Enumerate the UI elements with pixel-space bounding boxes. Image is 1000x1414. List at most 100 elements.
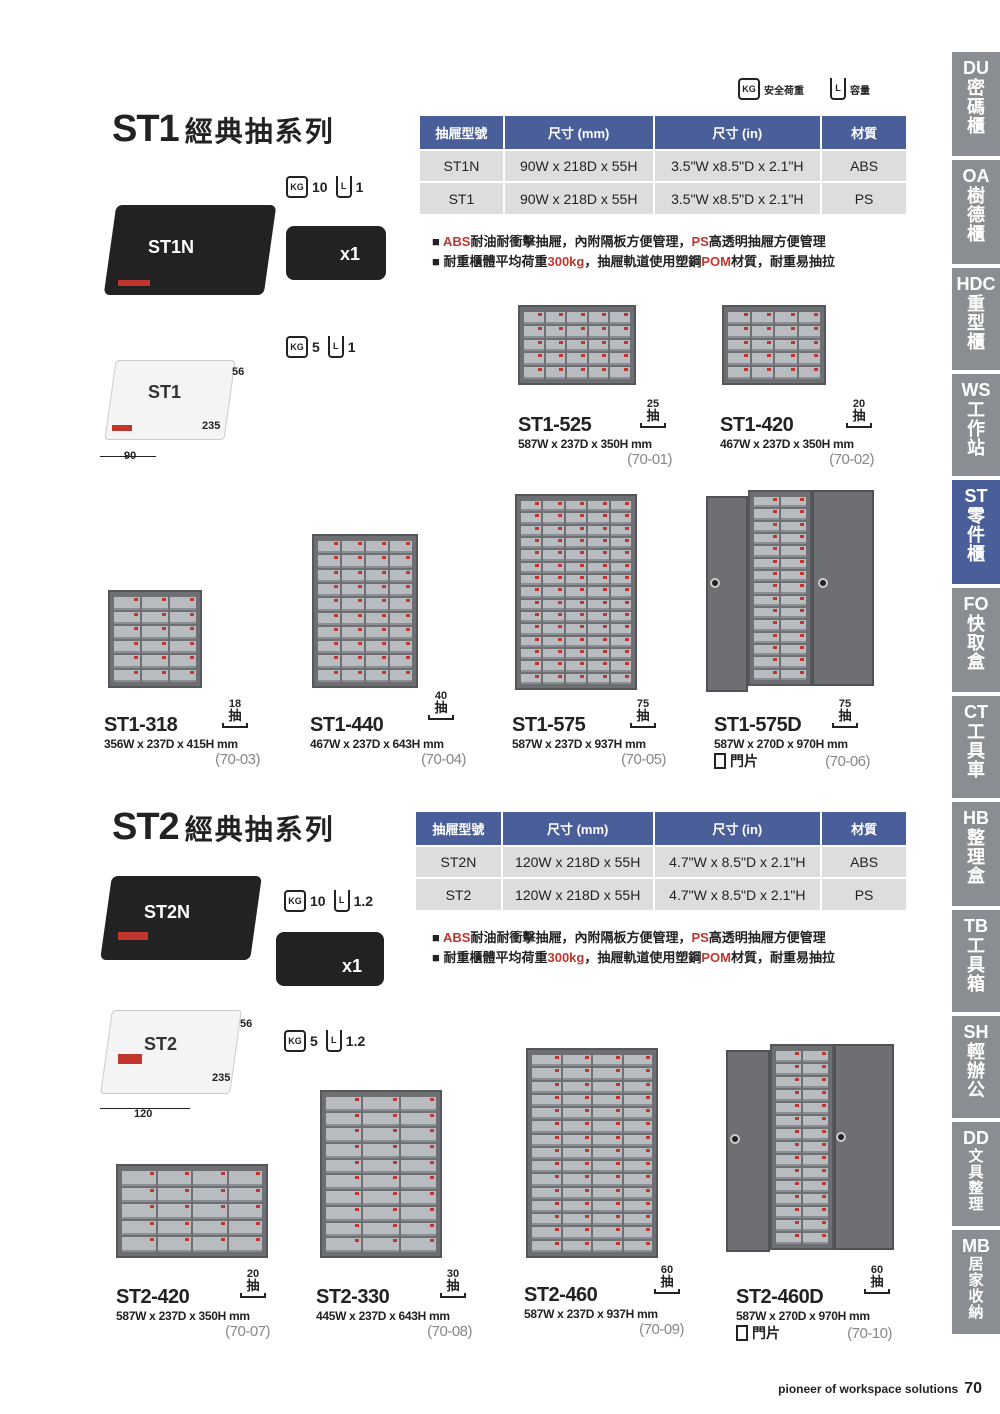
drawer-cell	[781, 546, 806, 557]
drawer-cell	[754, 620, 779, 631]
drawer-cell	[775, 353, 797, 366]
door-feature: 門片	[736, 1323, 780, 1343]
drawer-cell	[588, 624, 609, 635]
drawer-cell	[521, 587, 542, 598]
drawer-cell	[610, 673, 631, 684]
drawer-cell	[798, 325, 820, 338]
drawer-cell	[803, 1077, 828, 1088]
drawer-cell	[193, 1204, 227, 1219]
sidebar-tab-name: 密碼櫃	[967, 78, 985, 136]
drawer-cell	[567, 353, 587, 366]
drawer-cell	[543, 673, 564, 684]
drawer-cell	[751, 339, 773, 352]
drawer-cell	[521, 562, 542, 573]
drawer-cell	[593, 1121, 622, 1133]
drawer-cell	[562, 1068, 591, 1080]
st2n-bin-label: ST2N	[144, 902, 191, 922]
drawer-cell	[775, 367, 797, 379]
drawer-cell	[532, 1068, 561, 1080]
drawer-cell	[781, 657, 806, 668]
drawer-cell	[803, 1181, 828, 1192]
drawer-cell	[543, 513, 564, 524]
drawer-cell	[623, 1068, 652, 1080]
drawer-cell	[565, 501, 587, 512]
drawer-cell	[593, 1081, 622, 1093]
drawer-cell	[366, 669, 388, 682]
drawer-cell	[532, 1121, 561, 1133]
capacity-icon: L	[830, 78, 846, 100]
drawer-cell	[781, 620, 806, 631]
drawer-cell	[565, 636, 587, 647]
drawer-cell	[342, 655, 364, 668]
drawer-cell	[623, 1161, 652, 1173]
drawer-cell	[781, 632, 806, 643]
drawer-cell	[728, 339, 750, 352]
product-code: (70-01)	[627, 451, 672, 468]
drawer-cell	[610, 636, 631, 647]
drawer-cell	[562, 1200, 591, 1213]
legend: KG 安全荷重 L 容量	[738, 78, 870, 100]
st1-525-image	[518, 305, 636, 385]
drawer-cell	[157, 1237, 191, 1252]
drawer-cell	[775, 339, 797, 352]
drawer-cell	[565, 673, 587, 684]
drawer-cell	[543, 550, 564, 561]
product-model: ST2-420	[116, 1286, 190, 1308]
sidebar-tab-code: DU	[963, 58, 989, 78]
drawer-cell	[543, 574, 564, 586]
product-dimension: 587W x 237D x 350H mm	[116, 1309, 250, 1323]
drawer-cell	[521, 636, 542, 647]
drawer-cell	[610, 624, 631, 635]
bin-handle	[118, 932, 148, 940]
drawer-cell	[751, 312, 773, 324]
drawer-cell	[776, 1168, 801, 1179]
drawer-cell	[751, 353, 773, 366]
sidebar-tab-code: HDC	[956, 274, 996, 294]
drawer-cell	[400, 1222, 436, 1237]
drawer-cell	[565, 661, 587, 672]
product-code: (70-06)	[825, 752, 870, 770]
drawer-cell	[562, 1055, 591, 1067]
drawer-cell	[776, 1116, 801, 1127]
st1-440-image	[312, 534, 418, 688]
bin-depth-label: 235	[202, 420, 221, 432]
drawer-cell	[400, 1191, 436, 1205]
drawer-cell	[781, 595, 806, 606]
drawer-cell	[366, 612, 388, 625]
drawer-cell	[366, 598, 388, 611]
divider-plate-image	[286, 226, 386, 280]
drawer-cell	[326, 1128, 362, 1143]
drawer-cell	[754, 657, 779, 668]
drawer-cell	[588, 636, 609, 647]
bin-width-label: 120	[134, 1108, 153, 1120]
drawer-cell	[326, 1097, 362, 1111]
drawer-cell	[326, 1191, 362, 1205]
product-dimension: 445W x 237D x 643H mm	[316, 1309, 450, 1323]
sidebar-tab-name: 快取盒	[967, 614, 985, 672]
drawer-cell	[776, 1103, 801, 1114]
drawer-cell	[142, 597, 168, 610]
divider-qty: x1	[342, 956, 363, 976]
st2-bin-label: ST2	[144, 1034, 178, 1054]
drawer-cell	[781, 644, 806, 656]
drawer-cell	[342, 641, 364, 654]
st1-bin-label: ST1	[148, 382, 182, 402]
drawer-cell	[122, 1187, 156, 1203]
drawer-cell	[400, 1159, 436, 1174]
st2-load: KG 5 L 1.2	[284, 1030, 365, 1052]
